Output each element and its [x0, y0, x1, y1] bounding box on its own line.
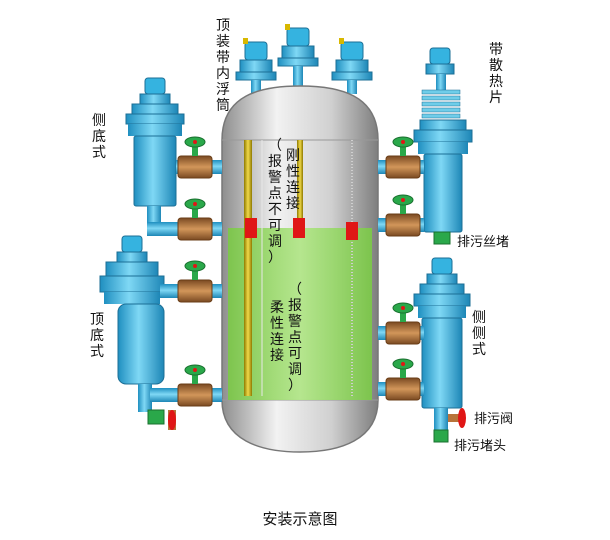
labels: 顶装带内浮筒 侧底式 顶底式 带散热片 侧侧式 刚性连接 柔性连接 （报警点不可…: [90, 18, 513, 454]
alarm-marker-center: [293, 218, 305, 238]
rigid-rod: [244, 140, 252, 396]
label-flexible-connection: 柔性连接: [270, 300, 284, 364]
right-valve-bottom: [385, 358, 421, 401]
label-drain-plug-head: 排污堵头: [454, 439, 506, 454]
left-valve-upper: [177, 136, 213, 179]
right-valve-third: [385, 302, 421, 345]
left-valve-third: [177, 260, 213, 303]
label-side-bottom: 侧底式: [92, 113, 106, 161]
label-alarm-not-adjustable: （报警点不可调）: [268, 138, 282, 266]
left-top-bottom-chamber: [99, 235, 222, 425]
right-valve-second: [385, 194, 421, 237]
label-top-bottom: 顶底式: [90, 312, 104, 360]
heat-sink-fins: [421, 89, 461, 119]
label-rigid-connection: 刚性连接: [286, 148, 300, 212]
label-side-side: 侧侧式: [472, 310, 486, 358]
label-top-mounted-float: 顶装带内浮筒: [216, 18, 230, 114]
alarm-marker-left: [245, 218, 257, 238]
left-valve-bottom: [177, 364, 213, 407]
top-heads: [235, 24, 373, 94]
right-valve-upper: [385, 136, 421, 179]
alarm-marker-right: [346, 222, 358, 240]
top-head-right: [331, 38, 373, 94]
label-alarm-adjustable: （报警点可调）: [288, 282, 302, 394]
left-drain-valve: [168, 410, 176, 430]
vessel: [221, 85, 379, 453]
label-heat-sink: 带散热片: [489, 42, 503, 106]
right-drain-valve: [448, 408, 466, 428]
label-drain-valve: 排污阀: [474, 412, 513, 427]
left-valve-second: [177, 198, 213, 241]
top-head-center: [277, 24, 319, 86]
top-head-left: [235, 38, 277, 94]
label-drain-plug: 排污丝堵: [457, 235, 509, 250]
figure-caption: 安装示意图: [262, 510, 337, 528]
